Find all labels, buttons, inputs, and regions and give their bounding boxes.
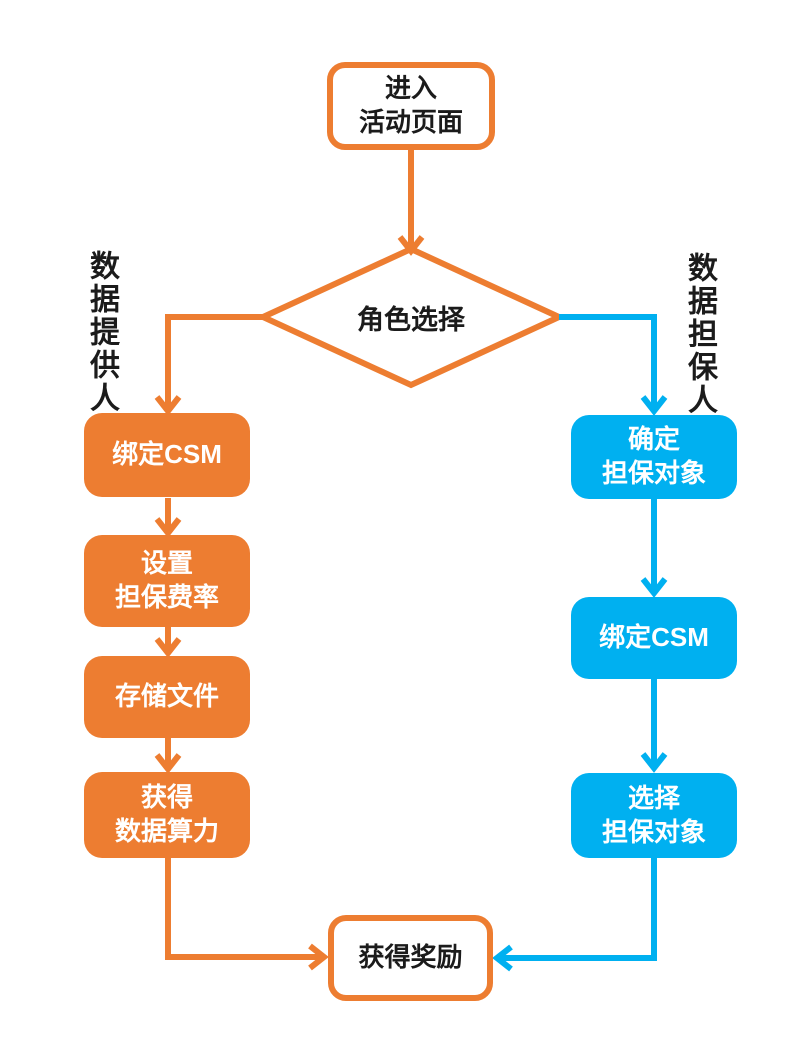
arrowhead-left-step2-to-step3 [154,637,182,658]
arrowhead-right-to-end [492,944,513,972]
arrowhead-left-to-end [308,943,329,971]
arrowhead-decision-to-left-branch [154,395,182,416]
arrow-decision-to-left-branch [165,314,263,408]
arrowhead-decision-to-right-branch [640,395,668,416]
node-end: 获得奖励 [328,915,493,1001]
arrowhead-left-step1-to-step2 [154,517,182,538]
node-right-step-confirm-guarantee-target: 确定 担保对象 [571,415,737,499]
decision-diamond-shape [255,245,567,389]
node-left-step-store-files: 存储文件 [84,656,250,738]
node-left-step-obtain-data-power: 获得 数据算力 [84,772,250,858]
node-right-step-bind-csm: 绑定CSM [571,597,737,679]
arrowhead-left-step3-to-step4 [154,753,182,774]
arrowhead-right-step2-to-step3 [640,752,668,773]
node-decision-label: 角色选择 [357,304,465,335]
arrow-decision-to-right-branch [559,314,657,408]
arrowhead-start-to-decision [397,235,425,256]
arrow-right-to-end [500,857,657,961]
node-left-step-bind-csm: 绑定CSM [84,413,250,497]
arrowhead-right-step1-to-step2 [640,577,668,598]
role-label-data-provider: 数据提供人 [85,250,118,415]
node-right-step-select-guarantee-target: 选择 担保对象 [571,773,737,858]
arrow-left-to-end [165,856,322,960]
node-left-step-set-guarantee-rate: 设置 担保费率 [84,535,250,627]
node-start: 进入 活动页面 [327,62,495,150]
role-label-data-guarantor: 数据担保人 [683,252,716,417]
